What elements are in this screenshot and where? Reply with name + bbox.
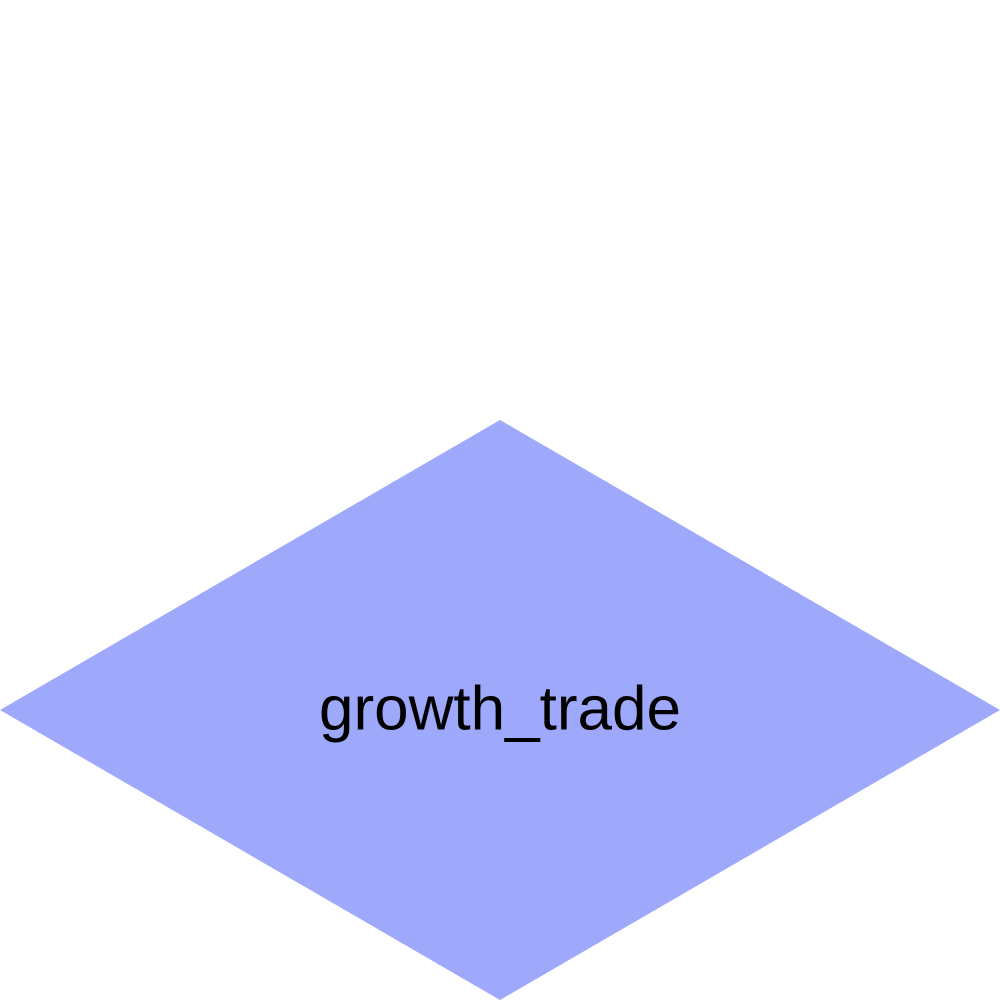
diamond-shape — [0, 420, 1000, 1000]
node-label: growth_trade — [319, 674, 681, 743]
decision-node-growth-trade[interactable]: growth_trade — [0, 420, 1000, 1000]
